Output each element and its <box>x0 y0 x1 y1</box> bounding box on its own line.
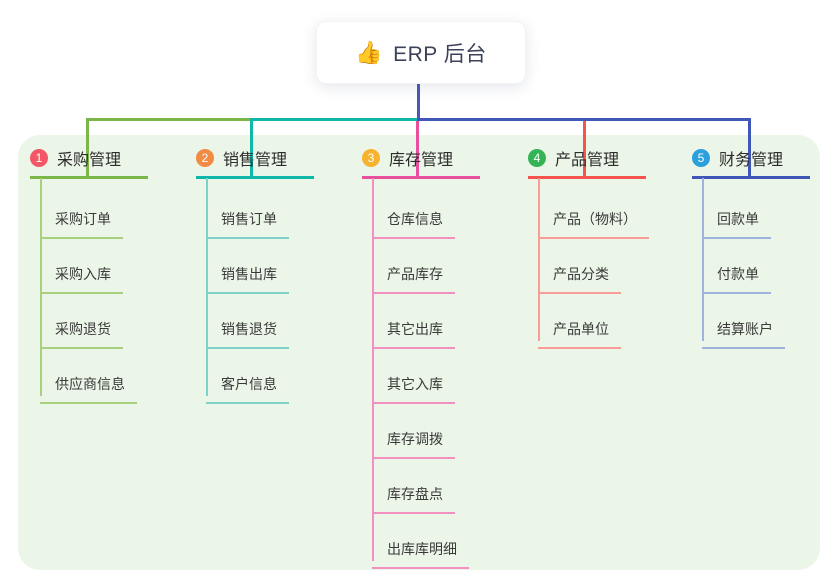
branch-item[interactable]: 其它入库 <box>372 360 455 404</box>
branch-item[interactable]: 库存盘点 <box>372 470 455 514</box>
branch-number-badge-icon: 5 <box>692 149 710 167</box>
branch-number-badge-icon: 1 <box>30 149 48 167</box>
branch-item[interactable]: 付款单 <box>702 250 771 294</box>
branch-spine-line <box>206 178 208 396</box>
branch-drop-line <box>748 121 751 176</box>
branch-item[interactable]: 产品（物料） <box>538 195 649 239</box>
branch-number-badge-icon: 4 <box>528 149 546 167</box>
root-title: ERP 后台 <box>393 42 487 66</box>
branch-item[interactable]: 采购入库 <box>40 250 123 294</box>
branch-item[interactable]: 其它出库 <box>372 305 455 349</box>
bus-segment-finance <box>417 118 751 121</box>
branch-item[interactable]: 销售订单 <box>206 195 289 239</box>
branch-title: 销售管理 <box>223 152 288 169</box>
branch-spine-line <box>702 178 704 341</box>
branch-header[interactable]: 2 销售管理 <box>196 146 314 179</box>
bus-segment-purchase <box>86 118 250 121</box>
branch-number-badge-icon: 3 <box>362 149 380 167</box>
branch-title: 财务管理 <box>719 152 784 169</box>
root-node-erp[interactable]: 👍 ERP 后台 <box>316 21 526 84</box>
branch-header[interactable]: 3 库存管理 <box>362 146 480 179</box>
branch-spine-line <box>372 178 374 561</box>
branch-item[interactable]: 供应商信息 <box>40 360 137 404</box>
thumbs-up-icon: 👍 <box>355 39 384 65</box>
branch-drop-line <box>250 121 253 176</box>
branch-header[interactable]: 5 财务管理 <box>692 146 810 179</box>
branch-item[interactable]: 销售出库 <box>206 250 289 294</box>
branch-item[interactable]: 出库库明细 <box>372 525 469 569</box>
branch-item[interactable]: 采购退货 <box>40 305 123 349</box>
branch-item[interactable]: 回款单 <box>702 195 771 239</box>
branch-item[interactable]: 产品单位 <box>538 305 621 349</box>
branch-item[interactable]: 采购订单 <box>40 195 123 239</box>
branch-item[interactable]: 结算账户 <box>702 305 785 349</box>
branch-item[interactable]: 库存调拨 <box>372 415 455 459</box>
branch-title: 产品管理 <box>555 152 620 169</box>
branch-title: 库存管理 <box>389 152 454 169</box>
branch-spine-line <box>538 178 540 341</box>
branch-header[interactable]: 4 产品管理 <box>528 146 646 179</box>
branch-item[interactable]: 产品分类 <box>538 250 621 294</box>
branches-panel <box>18 135 820 570</box>
branch-title: 采购管理 <box>57 152 122 169</box>
branch-drop-line <box>86 121 89 176</box>
branch-item[interactable]: 客户信息 <box>206 360 289 404</box>
branch-spine-line <box>40 178 42 396</box>
branch-header[interactable]: 1 采购管理 <box>30 146 148 179</box>
branch-item[interactable]: 销售退货 <box>206 305 289 349</box>
branch-item[interactable]: 仓库信息 <box>372 195 455 239</box>
branch-item[interactable]: 产品库存 <box>372 250 455 294</box>
branch-drop-line <box>583 121 586 176</box>
branch-drop-line <box>416 121 419 176</box>
bus-segment-sales <box>250 118 417 121</box>
root-stem-line <box>417 82 420 121</box>
branch-number-badge-icon: 2 <box>196 149 214 167</box>
